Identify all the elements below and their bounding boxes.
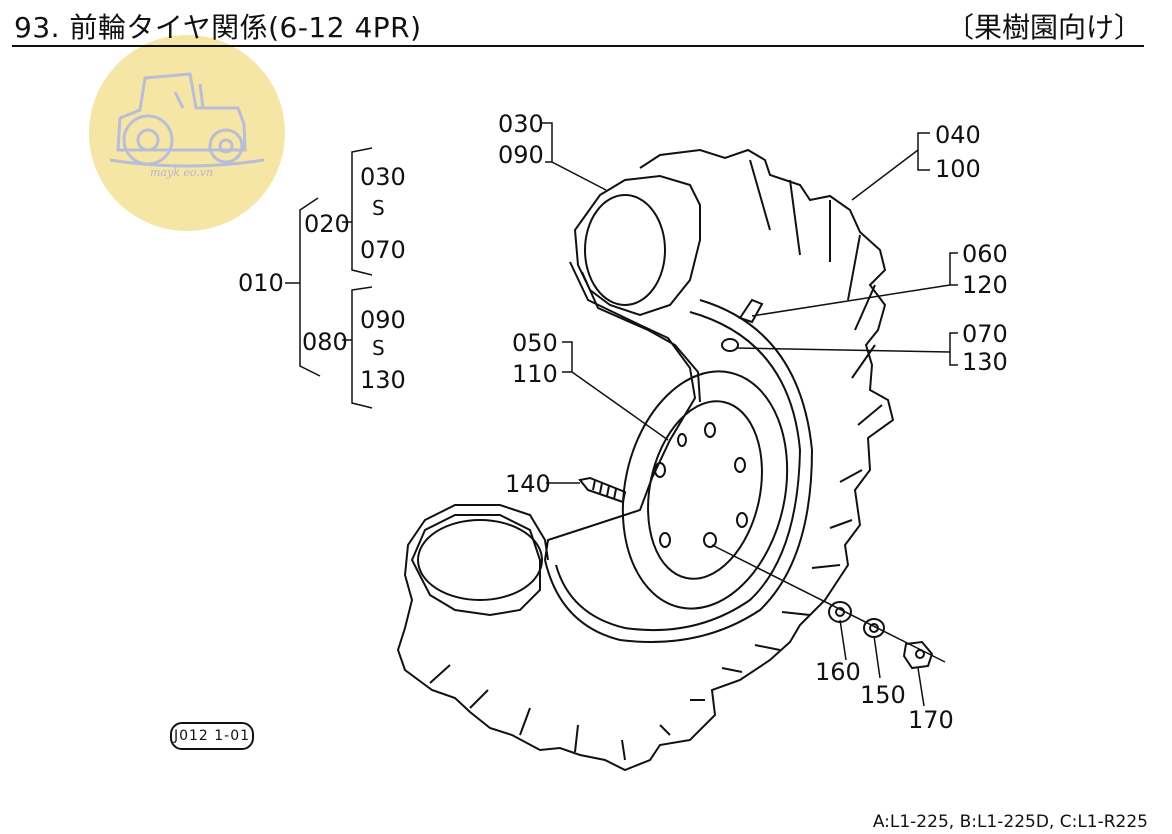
callout-100: 100	[935, 155, 981, 183]
tree-group-020: 020	[304, 210, 350, 238]
tree-item-030: 030	[360, 163, 406, 191]
callout-140: 140	[505, 470, 551, 498]
callout-050: 050	[512, 329, 558, 357]
diagram-code: J012 1-01	[170, 722, 254, 750]
callout-060: 060	[962, 240, 1008, 268]
wheel-disc	[621, 370, 789, 610]
callout-030: 030	[498, 110, 544, 138]
tree-item-130: 130	[360, 366, 406, 394]
stud-bolt-icon	[578, 476, 627, 504]
model-footer: A:L1-225, B:L1-225D, C:L1-R225	[872, 812, 1148, 832]
parts-tree-brackets	[285, 147, 373, 409]
page-title: 93. 前輪タイヤ関係(6-12 4PR)	[14, 11, 422, 44]
tree-sep: S	[372, 196, 385, 220]
valve-icon	[721, 298, 764, 352]
tree-group-080: 080	[302, 328, 348, 356]
tree-item-090: 090	[360, 306, 406, 334]
callout-090: 090	[498, 141, 544, 169]
callout-070: 070	[962, 320, 1008, 348]
watermark-text: mayk eo.vn	[150, 166, 214, 179]
tree-item-070: 070	[360, 236, 406, 264]
tree-root-010: 010	[238, 269, 284, 297]
callout-170: 170	[908, 706, 954, 734]
hardware-icons	[711, 544, 946, 670]
page-subtitle: 〔果樹園向け〕	[945, 11, 1142, 44]
tire-outline	[396, 148, 895, 772]
callout-150: 150	[860, 681, 906, 709]
callout-160: 160	[815, 658, 861, 686]
callout-110: 110	[512, 360, 558, 388]
tree-sep: S	[372, 336, 385, 360]
callout-120: 120	[962, 271, 1008, 299]
tractor-icon	[109, 72, 265, 168]
callout-040: 040	[935, 121, 981, 149]
title-rule	[12, 45, 1144, 47]
leader-lines	[540, 122, 958, 707]
callout-130: 130	[962, 348, 1008, 376]
